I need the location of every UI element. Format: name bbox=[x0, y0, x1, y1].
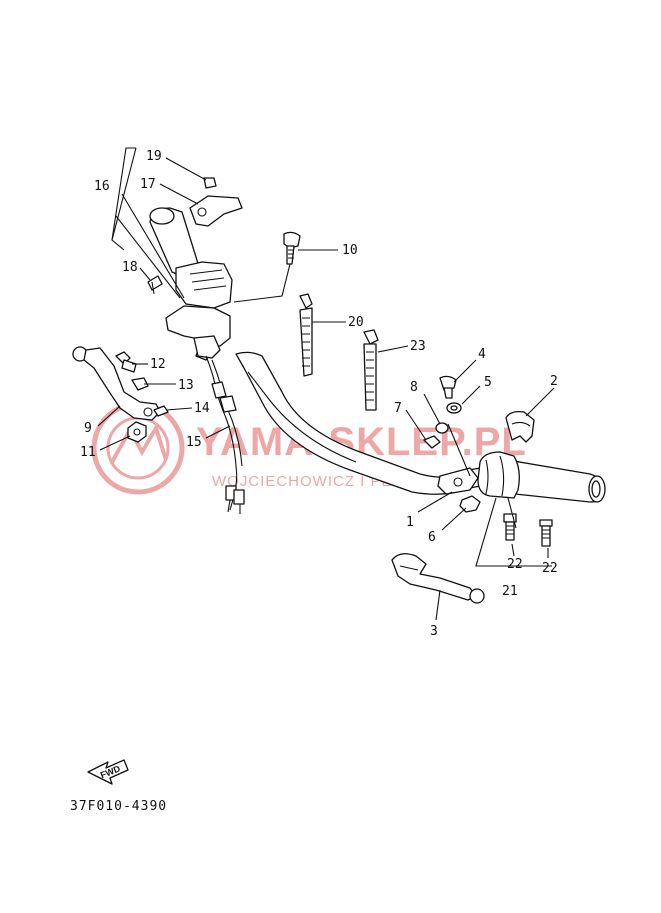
callout-5: 5 bbox=[484, 375, 492, 390]
right-lever-holder bbox=[437, 451, 520, 499]
fwd-arrow: FWD bbox=[87, 759, 129, 785]
callout-21: 21 bbox=[502, 584, 518, 599]
throttle-cable-guide bbox=[189, 195, 243, 227]
callout-15: 15 bbox=[186, 435, 202, 450]
bolt-4 bbox=[439, 375, 457, 399]
callout-8: 8 bbox=[410, 380, 418, 395]
screw-14 bbox=[153, 405, 169, 417]
callout-10: 10 bbox=[342, 243, 358, 258]
callout-2: 2 bbox=[550, 374, 558, 389]
screw-19 bbox=[203, 177, 217, 189]
callout-numbers: 19 16 17 18 10 20 23 4 5 2 8 7 1 6 22 22… bbox=[80, 149, 558, 639]
callout-12: 12 bbox=[150, 357, 166, 372]
nut-11 bbox=[127, 421, 147, 443]
washer-5 bbox=[446, 402, 462, 414]
handlebar-clamp-2 bbox=[505, 410, 535, 443]
bolt-12 bbox=[115, 351, 137, 373]
callout-4: 4 bbox=[478, 347, 486, 362]
callout-18: 18 bbox=[122, 260, 138, 275]
callout-9: 9 bbox=[84, 421, 92, 436]
callout-23: 23 bbox=[410, 339, 426, 354]
nut-6 bbox=[459, 495, 481, 513]
cable-tie-20 bbox=[299, 293, 313, 377]
part-code: 37F010-4390 bbox=[70, 799, 167, 814]
collar-13 bbox=[131, 377, 149, 391]
callout-17: 17 bbox=[140, 177, 156, 192]
leader-lines bbox=[97, 147, 555, 621]
pivot-bolt bbox=[447, 423, 471, 477]
cable-tie-23 bbox=[363, 329, 379, 411]
bolt-22b bbox=[539, 519, 553, 547]
callout-13: 13 bbox=[178, 378, 194, 393]
callout-19: 19 bbox=[146, 149, 162, 164]
callout-20: 20 bbox=[348, 315, 364, 330]
callout-7: 7 bbox=[394, 401, 402, 416]
bolt-22a bbox=[503, 513, 517, 541]
callout-22a: 22 bbox=[507, 557, 523, 572]
switch-wire-15 bbox=[205, 355, 245, 514]
bolt-10 bbox=[283, 231, 301, 265]
callout-6: 6 bbox=[428, 530, 436, 545]
callout-14: 14 bbox=[194, 401, 210, 416]
nut-7 bbox=[423, 435, 441, 449]
callout-3: 3 bbox=[430, 624, 438, 639]
left-lever-9 bbox=[72, 346, 161, 421]
callout-11: 11 bbox=[80, 445, 96, 460]
callout-16: 16 bbox=[94, 179, 110, 194]
left-switch-housing bbox=[149, 207, 233, 361]
washer-8 bbox=[435, 422, 449, 434]
right-lever-3 bbox=[391, 553, 485, 604]
screw-18 bbox=[147, 275, 163, 295]
callout-1: 1 bbox=[406, 515, 414, 530]
right-grip bbox=[495, 457, 606, 503]
callout-22b: 22 bbox=[542, 561, 558, 576]
